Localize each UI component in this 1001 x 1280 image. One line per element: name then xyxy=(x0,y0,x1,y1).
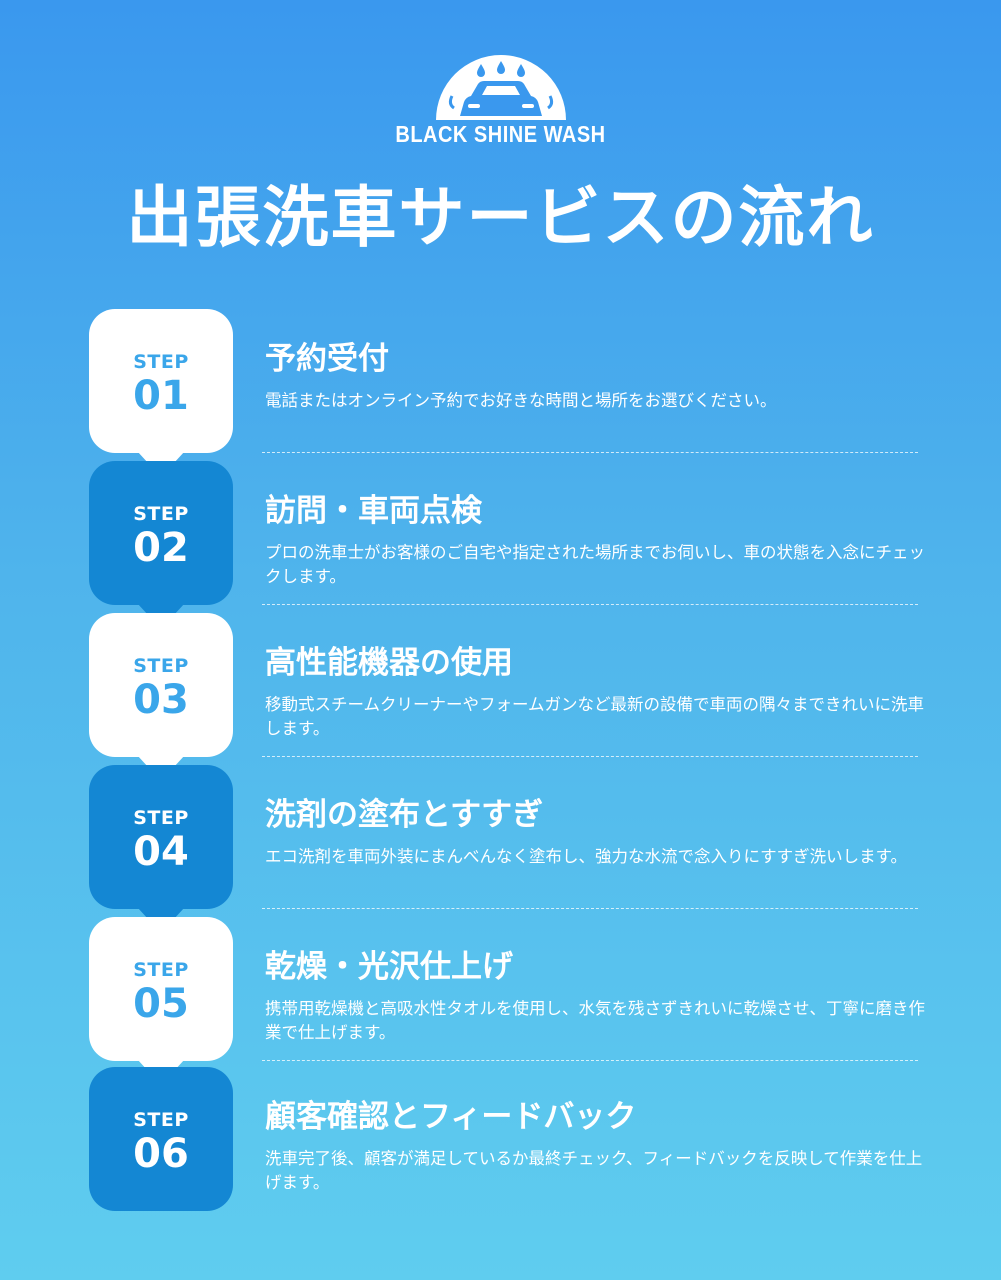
step-badge: STEP 05 xyxy=(89,917,233,1085)
step-item-1: STEP 01 予約受付 電話またはオンライン予約でお好きな時間と場所をお選びく… xyxy=(0,309,1001,477)
step-description: 携帯用乾燥機と高吸水性タオルを使用し、水気を残さずきれいに乾燥させ、丁寧に磨き作… xyxy=(265,999,925,1042)
step-content: 乾燥・光沢仕上げ 携帯用乾燥機と高吸水性タオルを使用し、水気を残さずきれいに乾燥… xyxy=(265,947,925,1045)
step-divider xyxy=(262,1060,918,1061)
step-number: 05 xyxy=(133,981,189,1027)
step-description: 洗車完了後、顧客が満足しているか最終チェック、フィードバックを反映して作業を仕上… xyxy=(265,1149,923,1192)
step-label: STEP xyxy=(133,807,189,829)
step-label: STEP xyxy=(133,503,189,525)
step-badge: STEP 06 xyxy=(89,1067,233,1211)
step-number: 02 xyxy=(133,525,189,571)
step-divider xyxy=(262,452,918,453)
step-title: 乾燥・光沢仕上げ xyxy=(265,949,513,985)
step-description: 電話またはオンライン予約でお好きな時間と場所をお選びください。 xyxy=(265,391,777,410)
step-item-5: STEP 05 乾燥・光沢仕上げ 携帯用乾燥機と高吸水性タオルを使用し、水気を残… xyxy=(0,917,1001,1085)
step-divider xyxy=(262,908,918,909)
step-item-3: STEP 03 高性能機器の使用 移動式スチームクリーナーやフォームガンなど最新… xyxy=(0,613,1001,781)
step-title: 訪問・車両点検 xyxy=(265,493,482,529)
step-label: STEP xyxy=(133,351,189,373)
step-title: 顧客確認とフィードバック xyxy=(265,1099,637,1135)
step-content: 顧客確認とフィードバック 洗車完了後、顧客が満足しているか最終チェック、フィード… xyxy=(265,1097,925,1195)
step-label: STEP xyxy=(133,959,189,981)
step-title: 高性能機器の使用 xyxy=(265,645,513,681)
step-divider xyxy=(262,604,918,605)
step-number: 03 xyxy=(133,677,189,723)
step-title: 洗剤の塗布とすすぎ xyxy=(265,797,544,833)
car-wash-drops-icon xyxy=(435,55,566,120)
step-item-4: STEP 04 洗剤の塗布とすすぎ エコ洗剤を車両外装にまんべんなく塗布し、強力… xyxy=(0,765,1001,933)
brand-logo: BLACK SHINE WASH xyxy=(0,54,1001,148)
step-number: 04 xyxy=(133,829,189,875)
step-badge: STEP 01 xyxy=(89,309,233,477)
step-badge: STEP 02 xyxy=(89,461,233,629)
step-badge: STEP 03 xyxy=(89,613,233,781)
step-description: エコ洗剤を車両外装にまんべんなく塗布し、強力な水流で念入りにすすぎ洗いします。 xyxy=(265,847,908,866)
step-content: 洗剤の塗布とすすぎ エコ洗剤を車両外装にまんべんなく塗布し、強力な水流で念入りに… xyxy=(265,795,925,869)
step-content: 訪問・車両点検 プロの洗車士がお客様のご自宅や指定された場所までお伺いし、車の状… xyxy=(265,491,925,589)
brand-name: BLACK SHINE WASH xyxy=(395,122,606,148)
step-label: STEP xyxy=(133,655,189,677)
step-content: 予約受付 電話またはオンライン予約でお好きな時間と場所をお選びください。 xyxy=(265,339,925,413)
step-description: 移動式スチームクリーナーやフォームガンなど最新の設備で車両の隅々まできれいに洗車… xyxy=(265,695,925,738)
step-divider xyxy=(262,756,918,757)
step-number: 06 xyxy=(133,1131,189,1177)
step-item-2: STEP 02 訪問・車両点検 プロの洗車士がお客様のご自宅や指定された場所まで… xyxy=(0,461,1001,629)
step-number: 01 xyxy=(133,373,189,419)
step-label: STEP xyxy=(133,1109,189,1131)
step-content: 高性能機器の使用 移動式スチームクリーナーやフォームガンなど最新の設備で車両の隅… xyxy=(265,643,925,741)
step-badge: STEP 04 xyxy=(89,765,233,933)
step-item-6: STEP 06 顧客確認とフィードバック 洗車完了後、顧客が満足しているか最終チ… xyxy=(0,1067,1001,1219)
step-description: プロの洗車士がお客様のご自宅や指定された場所までお伺いし、車の状態を入念にチェッ… xyxy=(265,543,925,586)
page-title: 出張洗車サービスの流れ xyxy=(126,179,875,256)
step-title: 予約受付 xyxy=(265,341,389,377)
